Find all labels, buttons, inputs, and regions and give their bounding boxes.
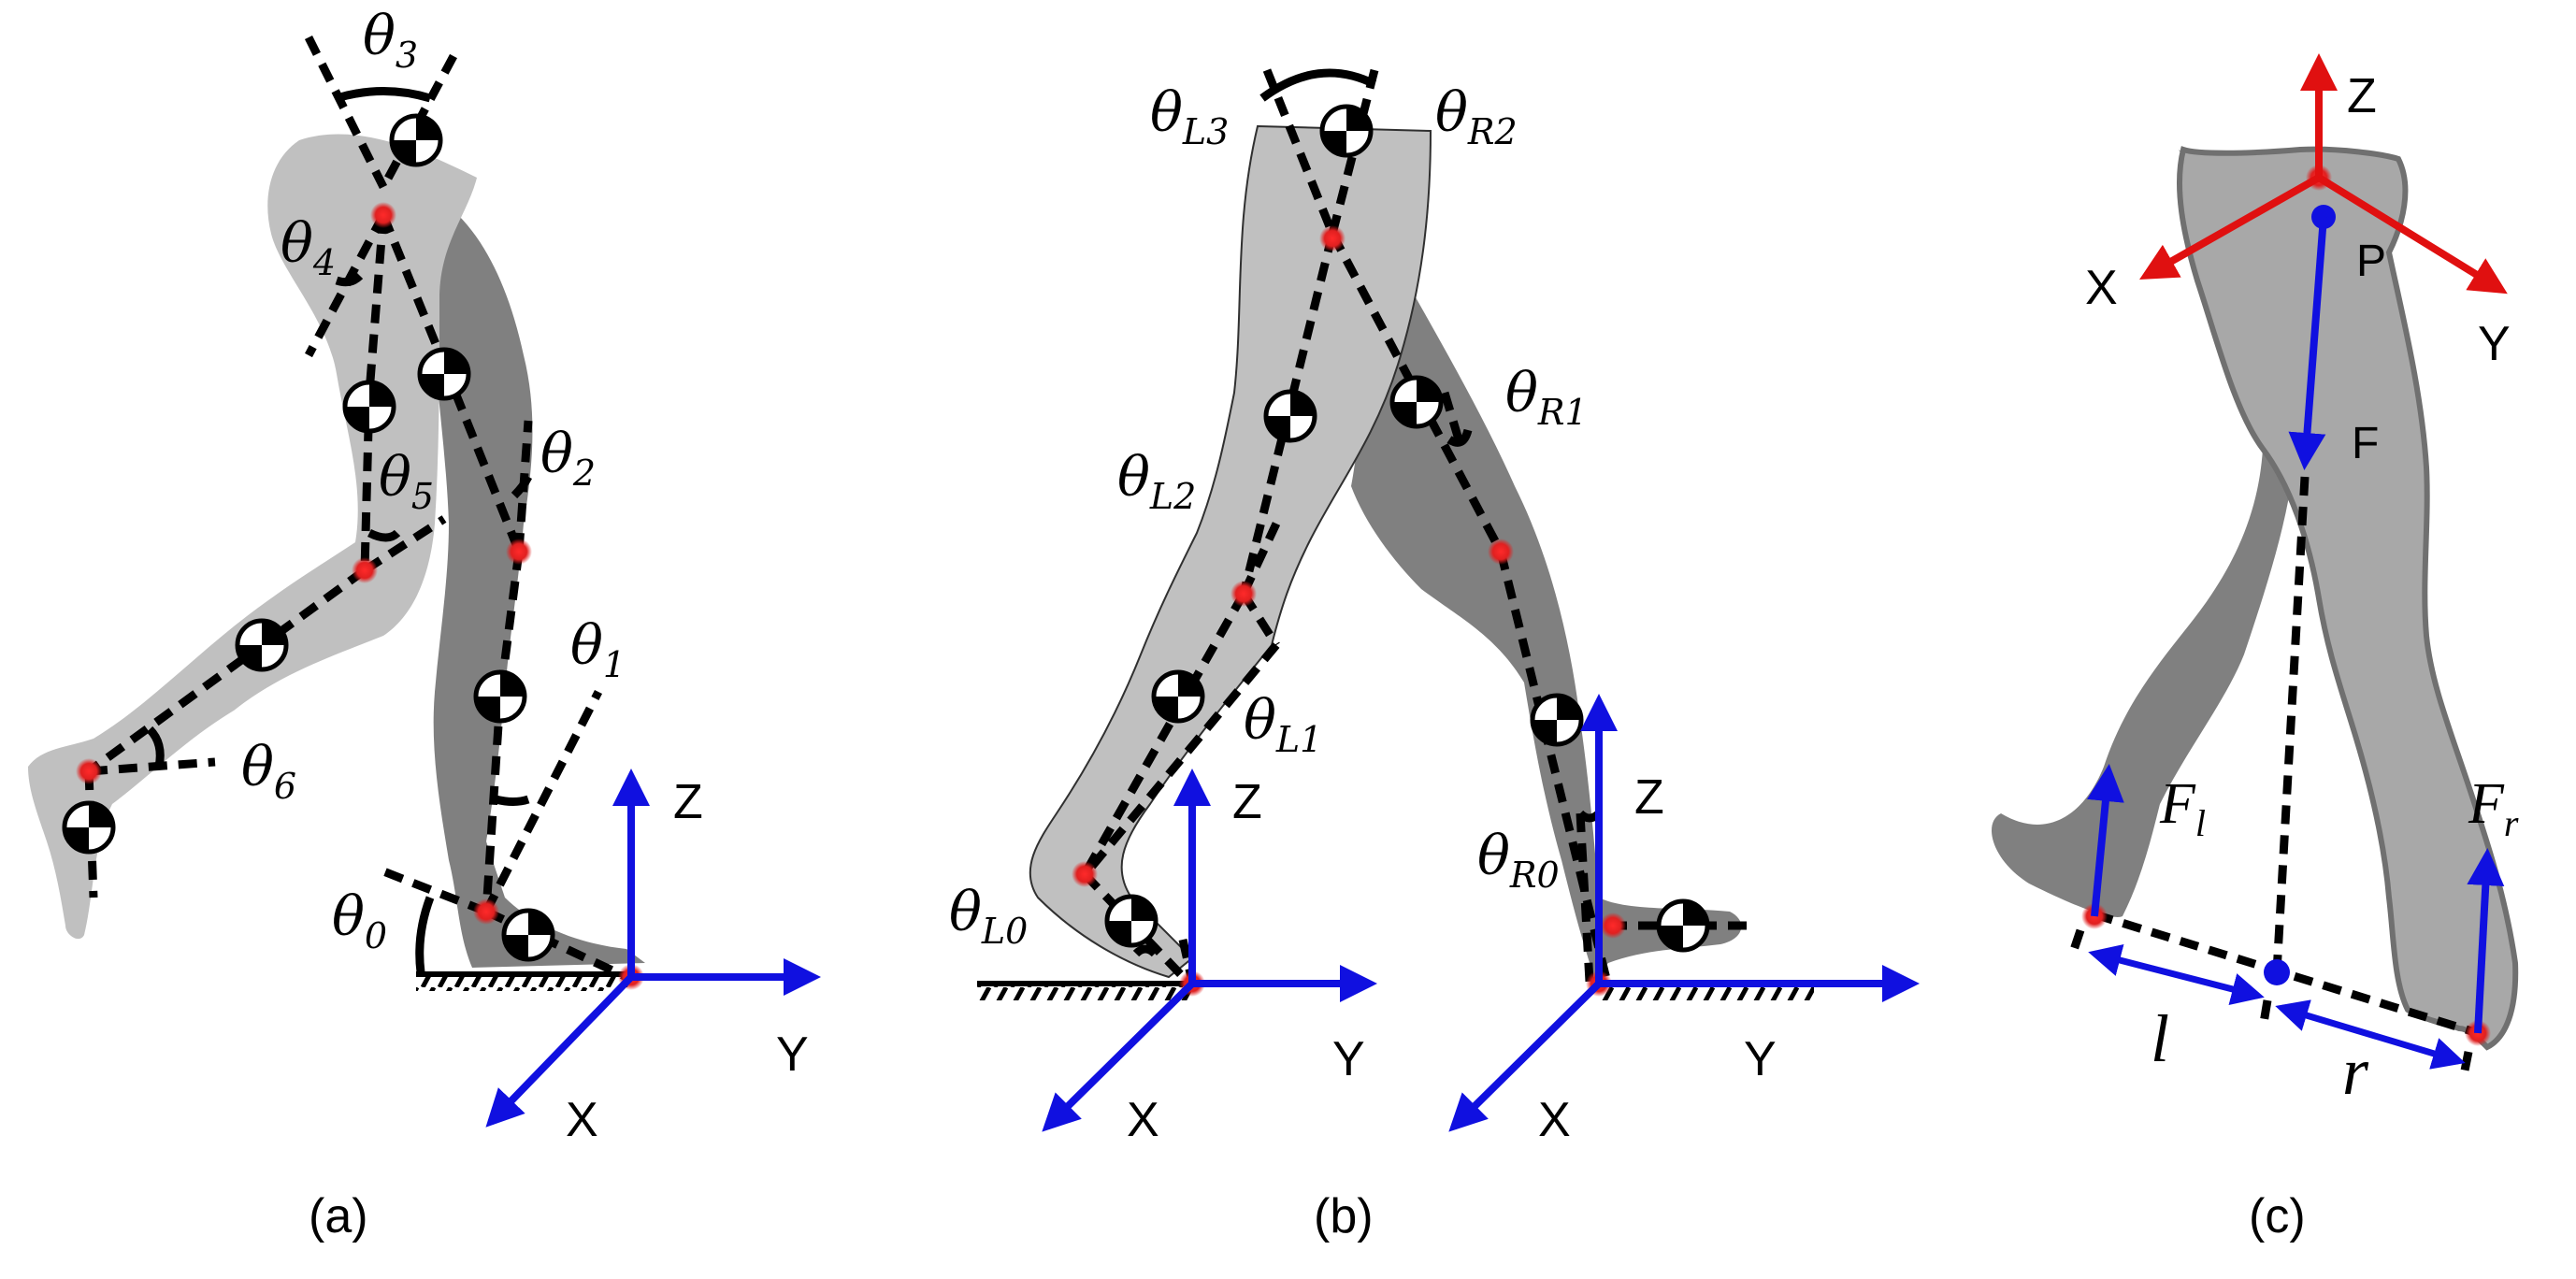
imu-markers-a <box>62 113 555 962</box>
axis-z-label-a: Z <box>673 775 703 829</box>
label-p: P <box>2356 237 2386 286</box>
arc-theta1 <box>494 795 530 806</box>
caption-a: (a) <box>309 1189 368 1243</box>
axis-y-label-a: Y <box>776 1028 809 1082</box>
force-arrow-fl <box>2087 764 2124 917</box>
arc-theta6 <box>146 726 165 768</box>
arc-theta2 <box>511 474 533 499</box>
angle-thetaL3: θL3 <box>1150 80 1229 152</box>
ground-b-right <box>1599 984 1814 1000</box>
arc-theta5 <box>367 528 401 542</box>
distance-r-arrow <box>2275 999 2466 1070</box>
axis-y-label-b-right: Y <box>1744 1032 1777 1086</box>
label-f: F <box>2352 419 2379 468</box>
ground-b-left <box>977 984 1192 1000</box>
angle-theta6: θ6 <box>241 735 296 807</box>
axis-x-label-c: X <box>2085 261 2118 315</box>
angle-thetaL0: θL0 <box>949 880 1028 952</box>
leg-b-trailing <box>1351 224 1742 977</box>
angle-theta2: θ2 <box>540 422 596 494</box>
distance-l-label: l <box>2151 1001 2169 1076</box>
axis-y-label-c: Y <box>2478 317 2511 371</box>
cop-marker <box>2264 959 2290 985</box>
arc-thetaL3-R2 <box>1259 68 1377 102</box>
angle-theta5: θ5 <box>379 445 434 517</box>
axis-y-label-b-left: Y <box>1332 1032 1365 1086</box>
distance-r-label: r <box>2342 1034 2369 1109</box>
angle-thetaL2: θL2 <box>1117 445 1196 517</box>
angle-thetaR1: θR1 <box>1505 361 1588 433</box>
panel-b: Z Y X Z Y X θL3 θR2 θR1 θL2 θL1 θR0 θL0 … <box>949 68 1920 1243</box>
leg-b-leading <box>1029 124 1432 979</box>
leg-c-front <box>2177 146 2519 1051</box>
axis-z-label-b-left: Z <box>1232 775 1262 829</box>
axis-z-label-c: Z <box>2347 69 2377 123</box>
panel-c: Z X Y P F Fl Fr l r (c) <box>1992 53 2519 1243</box>
angle-theta1: θ1 <box>570 613 626 685</box>
angle-theta4: θ4 <box>281 211 336 283</box>
force-arrow-fr <box>2467 848 2505 1034</box>
arc-thetaR1 <box>1446 428 1473 447</box>
force-arrow-f <box>2288 216 2327 470</box>
axis-x-label-a: X <box>566 1093 598 1147</box>
angle-thetaL1: θL1 <box>1244 688 1322 760</box>
arc-theta0 <box>415 896 435 973</box>
ground-a <box>416 974 631 991</box>
force-label-fl: Fl <box>2159 772 2206 844</box>
axis-z-label-b-right: Z <box>1634 770 1664 825</box>
caption-c: (c) <box>2249 1189 2306 1243</box>
angle-thetaR0: θR0 <box>1477 824 1560 896</box>
arc-thetaL0 <box>1132 944 1158 957</box>
imu-markers-b <box>1104 104 1710 953</box>
axes-b-right <box>1448 694 1920 1132</box>
arc-theta4 <box>335 272 364 287</box>
axes-a <box>485 769 821 1128</box>
distance-l-arrow <box>2088 944 2265 1005</box>
force-label-fr: Fr <box>2468 772 2519 844</box>
caption-b: (b) <box>1314 1189 1374 1243</box>
panel-a: Z Y X θ3 θ4 θ5 θ2 θ1 θ6 θ0 (a) <box>28 4 821 1243</box>
angle-theta3: θ3 <box>363 4 418 76</box>
arc-theta3 <box>335 87 432 103</box>
leg-a-stance <box>432 215 645 968</box>
joint-markers-b <box>1072 225 1626 997</box>
axes-b-left <box>1042 769 1377 1132</box>
axis-x-label-b-right: X <box>1538 1093 1571 1147</box>
axes-c <box>2139 53 2508 295</box>
angle-thetaR2: θR2 <box>1435 80 1518 152</box>
axis-x-label-b-left: X <box>1127 1093 1159 1147</box>
angle-theta0: θ0 <box>332 884 387 956</box>
